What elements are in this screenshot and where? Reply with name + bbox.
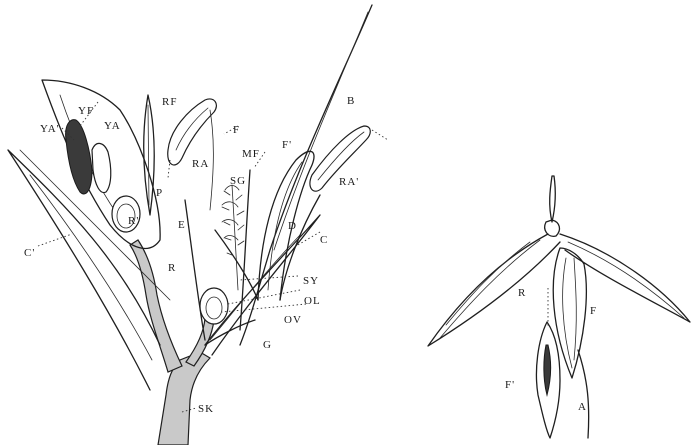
spikelet-tip	[550, 176, 556, 222]
label-p: P	[156, 187, 163, 199]
label-g: G	[263, 339, 272, 351]
label-ra: RA	[192, 158, 209, 170]
label-sg: SG	[230, 175, 246, 187]
label-c: C	[320, 234, 328, 246]
anther-ya	[92, 143, 111, 192]
leader-c-prime	[38, 234, 72, 246]
label-r: R	[168, 262, 176, 274]
leader-c	[296, 232, 320, 246]
label-f-prime: F'	[282, 139, 292, 151]
rachilla	[130, 240, 182, 372]
label-r-prime: R'	[128, 215, 139, 227]
label-c-prime: C'	[24, 247, 35, 259]
labels-right: R F F' A	[505, 287, 597, 413]
palea-e	[185, 200, 205, 340]
floret-rf-mid	[148, 105, 149, 205]
glume-left-right-vein2	[446, 242, 530, 325]
floret-f-right-vein	[563, 258, 577, 368]
label-e: E	[178, 219, 186, 231]
label-f: F	[233, 124, 240, 136]
floret-f-prime-right-core	[544, 345, 551, 395]
label-yf: YF	[78, 105, 94, 117]
label-ov: OV	[284, 314, 302, 326]
label-ya-prime: YA'	[40, 123, 60, 135]
anther-ra-prime-lead	[372, 130, 388, 140]
label-f-prime-right: F'	[505, 379, 515, 391]
label-mf: MF	[242, 148, 260, 160]
label-rf: RF	[162, 96, 177, 108]
awn-b	[240, 5, 372, 345]
awn-a	[578, 350, 589, 438]
label-ya: YA	[104, 120, 121, 132]
filament-f	[210, 110, 213, 210]
label-ra-prime: RA'	[339, 176, 359, 188]
label-r-right: R	[518, 287, 526, 299]
label-f-right: F	[590, 305, 597, 317]
anther-ya-prime	[66, 120, 92, 194]
label-d: D	[288, 220, 297, 232]
label-sy: SY	[303, 275, 319, 287]
label-b: B	[347, 95, 355, 107]
label-ol: OL	[304, 295, 321, 307]
anther-ra	[168, 99, 217, 165]
spikelet-whole	[428, 176, 690, 438]
label-sk: SK	[198, 403, 214, 415]
stigma-sg	[222, 185, 244, 290]
spikelet-dissection	[8, 5, 388, 445]
label-a-right: A	[578, 401, 587, 413]
leader-ol	[228, 290, 300, 304]
